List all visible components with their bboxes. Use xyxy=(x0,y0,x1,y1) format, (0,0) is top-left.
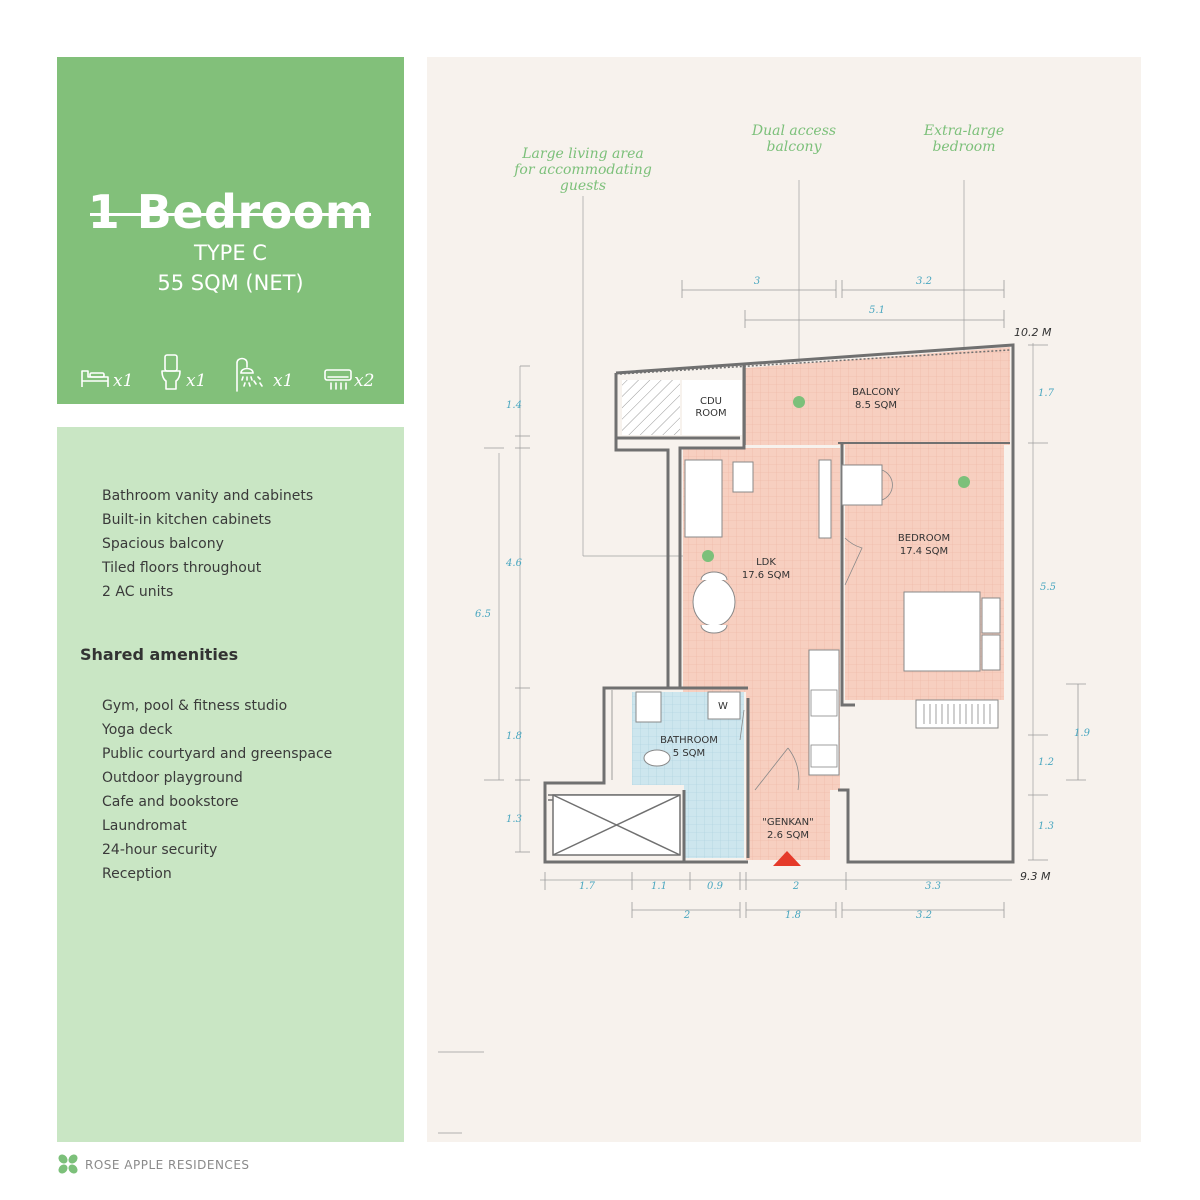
amenity-item: 24-hour security xyxy=(102,842,218,858)
callout-balcony-line1: Dual access xyxy=(751,123,836,139)
brand-name: ROSE APPLE RESIDENCES xyxy=(85,1158,250,1172)
amenity-item: Cafe and bookstore xyxy=(102,794,239,810)
cdu-floor xyxy=(682,380,742,435)
floor-plan: Large living area for accommodating gues… xyxy=(438,123,1091,1134)
callout-balcony-line2: balcony xyxy=(767,139,823,155)
dim-left-a: 1.4 xyxy=(506,400,522,411)
dim-left-e: 1.3 xyxy=(506,814,522,825)
room-cdu-sub: ROOM xyxy=(695,408,726,419)
entry-arrow-icon xyxy=(773,851,801,866)
dim-bottom1-e: 3.3 xyxy=(925,881,941,892)
toilet-count-label: x1 xyxy=(186,371,207,391)
dim-right-b: 5.5 xyxy=(1040,582,1056,593)
amenity-item: Gym, pool & fitness studio xyxy=(102,698,288,714)
room-balcony-label: BALCONY xyxy=(852,387,901,398)
amenity-item: Laundromat xyxy=(102,818,187,834)
callout-living-line3: guests xyxy=(560,178,606,194)
dim-top-c: 5.1 xyxy=(869,305,885,316)
bathroom-floor xyxy=(632,692,744,858)
dim-right-d: 1.2 xyxy=(1038,757,1054,768)
callout-living-line2: for accommodating xyxy=(513,162,652,178)
feature-item: 2 AC units xyxy=(102,584,174,600)
room-bathroom-area: 5 SQM xyxy=(673,748,705,759)
air-conditioner-icon xyxy=(324,369,352,390)
unit-area: 55 SQM (NET) xyxy=(157,271,304,295)
room-ldk-area: 17.6 SQM xyxy=(742,570,790,581)
room-genkan-label: "GENKAN" xyxy=(762,817,813,828)
walls xyxy=(543,343,1015,864)
amenity-item: Reception xyxy=(102,866,172,882)
bed-count-label: x1 xyxy=(113,371,134,391)
amenities-list: Gym, pool & fitness studio Yoga deck Pub… xyxy=(102,697,332,889)
callout-markers xyxy=(702,396,970,562)
washer-label: W xyxy=(718,701,728,712)
amenity-item: Outdoor playground xyxy=(102,770,243,786)
features-card: Bathroom vanity and cabinets Built-in ki… xyxy=(57,427,404,1142)
room-genkan-area: 2.6 SQM xyxy=(767,830,809,841)
callout-living-line1: Large living area xyxy=(521,146,643,162)
unit-header-card: 1 Bedroom TYPE C 55 SQM (NET) x1 x1 xyxy=(57,57,404,404)
clover-logo-icon xyxy=(58,1154,78,1174)
ac-count: x2 xyxy=(323,353,374,393)
feature-item: Tiled floors throughout xyxy=(102,560,262,576)
amenity-item: Public courtyard and greenspace xyxy=(102,746,333,762)
bed-count: x1 xyxy=(79,353,133,393)
dim-right-c: 1.9 xyxy=(1074,728,1091,739)
ac-count-label: x2 xyxy=(354,371,375,391)
dim-total-depth: 9.3 M xyxy=(1020,870,1051,883)
dim-bottom2-b: 1.8 xyxy=(785,910,801,921)
unit-title: 1 Bedroom xyxy=(87,185,374,239)
feature-item: Bathroom vanity and cabinets xyxy=(102,488,314,504)
dim-bottom1-b: 1.1 xyxy=(651,881,667,892)
shower-count-label: x1 xyxy=(273,371,294,391)
dim-right-e: 1.3 xyxy=(1038,821,1054,832)
room-cdu-label: CDU xyxy=(700,396,722,407)
shaft-hatch xyxy=(622,380,680,435)
dim-right-a: 1.7 xyxy=(1038,388,1055,399)
floor-plan-panel: Large living area for accommodating gues… xyxy=(427,57,1141,1142)
toilet-count: x1 xyxy=(159,353,206,393)
dim-bottom1-d: 2 xyxy=(792,881,799,892)
feature-item: Spacious balcony xyxy=(102,536,224,552)
feature-list: Bathroom vanity and cabinets Built-in ki… xyxy=(102,487,313,607)
dim-top-a: 3 xyxy=(754,276,760,287)
unit-type: TYPE C xyxy=(194,241,267,265)
shower-count: x1 xyxy=(233,353,293,393)
genkan-floor xyxy=(746,790,830,860)
dim-left-b: 4.6 xyxy=(505,558,523,569)
title-underline xyxy=(90,213,371,216)
dim-total-width: 10.2 M xyxy=(1014,326,1052,339)
dim-left-d: 1.8 xyxy=(506,731,522,742)
dim-bottom2-c: 3.2 xyxy=(916,910,932,921)
room-bathroom-label: BATHROOM xyxy=(660,735,718,746)
shower-icon xyxy=(236,357,263,392)
dim-bottom1-c: 0.9 xyxy=(707,881,724,892)
room-balcony-area: 8.5 SQM xyxy=(855,400,897,411)
room-ldk-label: LDK xyxy=(756,557,776,568)
amenity-item: Yoga deck xyxy=(102,722,173,738)
room-bedroom-area: 17.4 SQM xyxy=(900,546,948,557)
amenities-heading: Shared amenities xyxy=(80,645,239,664)
dim-bottom1-a: 1.7 xyxy=(579,881,596,892)
toilet-icon xyxy=(161,354,181,390)
balcony-floor xyxy=(745,347,1010,445)
feature-item: Built-in kitchen cabinets xyxy=(102,512,272,528)
room-bedroom-label: BEDROOM xyxy=(898,533,950,544)
dim-left-c: 6.5 xyxy=(475,609,491,620)
dim-top-b: 3.2 xyxy=(916,276,932,287)
callout-bedroom-line2: bedroom xyxy=(932,139,995,155)
callout-bedroom-line1: Extra-large xyxy=(923,123,1004,139)
bed-icon xyxy=(81,370,109,387)
dim-bottom2-a: 2 xyxy=(683,910,690,921)
